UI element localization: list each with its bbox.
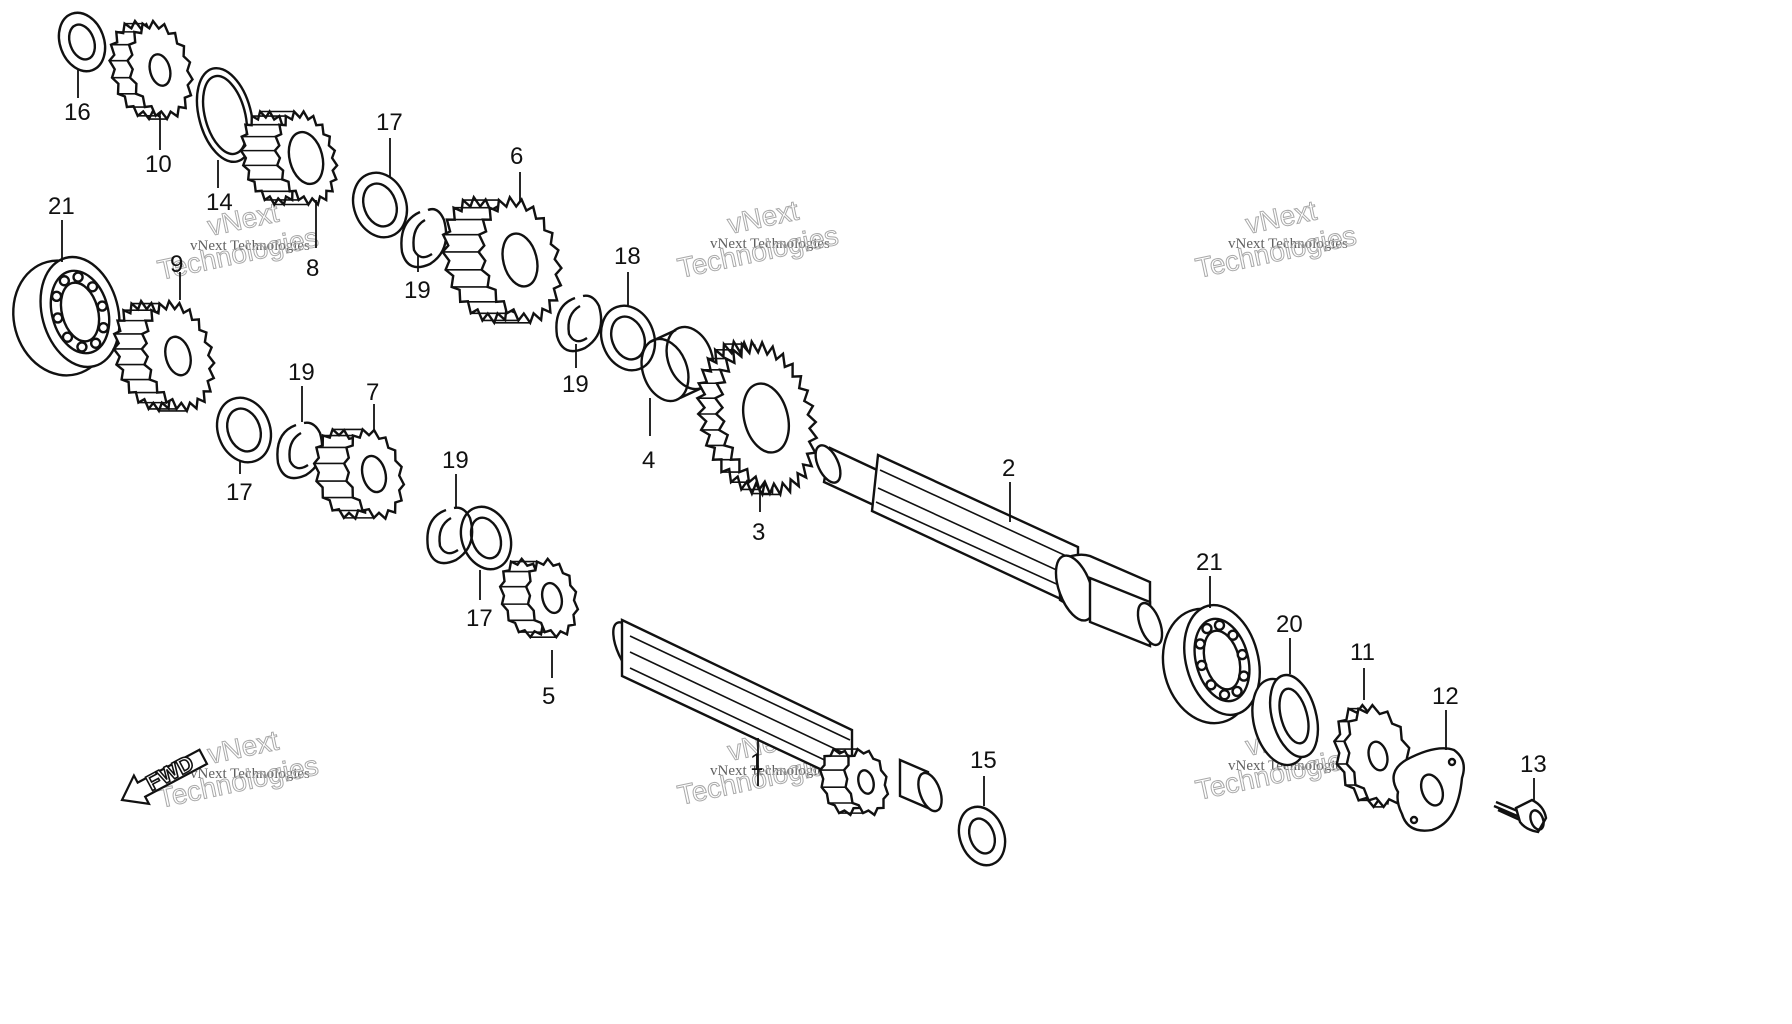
part-19-circlip-middle[interactable]: [555, 294, 603, 353]
part-20-oil-seal[interactable]: [1243, 670, 1326, 771]
callout-7: 7: [366, 379, 379, 406]
part-1-mainshaft[interactable]: [606, 618, 946, 817]
callout-17-left: 17: [226, 479, 253, 506]
bearing-ball: [1227, 629, 1239, 641]
bearing-ball: [50, 290, 63, 303]
bearing-ball: [61, 331, 74, 343]
callout-3: 3: [752, 519, 765, 546]
callout-4: 4: [642, 447, 655, 474]
callout-6: 6: [510, 143, 523, 170]
bearing-ball: [1238, 670, 1250, 682]
bearing-ball: [72, 271, 84, 283]
callout-12: 12: [1432, 683, 1459, 710]
part-2-countershaft[interactable]: [810, 442, 1166, 648]
part-19-circlip-left[interactable]: [276, 421, 324, 480]
bearing-ball: [89, 337, 102, 349]
callout-19-left: 19: [288, 359, 315, 386]
part-17-splined-washer-top[interactable]: [344, 165, 415, 245]
svg-text:vNext Technologies: vNext Technologies: [190, 238, 310, 254]
bearing-ball: [1201, 622, 1213, 635]
part-17-splined-washer-lower[interactable]: [453, 500, 520, 577]
watermark-2: vNext Technologies vNext Technologies: [674, 194, 841, 284]
part-19-circlip-top[interactable]: [400, 207, 448, 269]
part-21-bearing-left[interactable]: [1, 248, 132, 386]
part-19-circlip-lower[interactable]: [426, 506, 474, 565]
bearing-ball: [1196, 659, 1208, 672]
callout-11: 11: [1350, 639, 1375, 666]
part-12-sprocket-plate[interactable]: [1392, 747, 1465, 832]
bearing-ball: [52, 312, 64, 324]
callout-8: 8: [306, 255, 319, 282]
part-7-gear[interactable]: [312, 427, 406, 521]
part-5-gear[interactable]: [498, 556, 580, 640]
part-3-gear[interactable]: [695, 338, 819, 498]
callout-13: 13: [1520, 751, 1547, 778]
callout-9: 9: [170, 251, 183, 278]
callout-19-lower: 19: [442, 447, 469, 474]
callout-21-right: 21: [1196, 549, 1223, 576]
part-4-bushing[interactable]: [633, 320, 721, 407]
svg-text:vNext Technologies: vNext Technologies: [710, 763, 830, 779]
callout-17-top: 17: [376, 109, 403, 136]
callout-10: 10: [145, 151, 172, 178]
bearing-ball: [76, 341, 88, 353]
bearing-ball: [1194, 638, 1206, 650]
part-21-bearing-right[interactable]: [1150, 597, 1271, 734]
callout-2: 2: [1002, 455, 1015, 482]
part-17-splined-washer-left[interactable]: [208, 390, 279, 470]
callout-5: 5: [542, 683, 555, 710]
callout-19-top: 19: [404, 277, 431, 304]
part-14-washer[interactable]: [187, 62, 262, 168]
bearing-ball: [1205, 679, 1217, 691]
bearing-ball: [1236, 648, 1248, 661]
svg-text:vNext Technologies: vNext Technologies: [710, 236, 830, 252]
bearing-ball: [97, 321, 110, 334]
callout-15: 15: [970, 747, 997, 774]
part-18-splined-washer[interactable]: [592, 298, 663, 378]
bearing-ball: [86, 281, 99, 293]
callout-18: 18: [614, 243, 641, 270]
part-10-gear[interactable]: [108, 18, 194, 122]
svg-text:vNext Technologies: vNext Technologies: [1228, 236, 1348, 252]
bearing-ball: [1213, 619, 1226, 631]
callout-16: 16: [64, 99, 91, 126]
watermark-3: vNext Technologies vNext Technologies: [1192, 194, 1359, 284]
bearing-ball: [1231, 685, 1243, 698]
bearing-ball: [1218, 689, 1231, 701]
callout-20: 20: [1276, 611, 1303, 638]
svg-text:vNext Technologies: vNext Technologies: [190, 766, 310, 782]
callout-21-left: 21: [48, 193, 75, 220]
bearing-ball: [96, 300, 108, 312]
callout-17-lower: 17: [466, 605, 493, 632]
callout-14: 14: [206, 189, 233, 216]
part-16-washer[interactable]: [51, 6, 113, 77]
part-8-gear[interactable]: [239, 109, 339, 207]
part-15-washer[interactable]: [951, 800, 1013, 871]
callout-1: 1: [750, 749, 763, 776]
callout-layer: 16 10 14 8 17 19 6 18 19 4 21 9 17 19 7 …: [48, 70, 1547, 806]
part-6-gear[interactable]: [441, 194, 563, 326]
part-13-bolt[interactable]: [1493, 798, 1548, 834]
part-9-gear[interactable]: [112, 298, 216, 414]
callout-19-middle: 19: [562, 371, 589, 398]
bearing-ball: [58, 275, 71, 287]
